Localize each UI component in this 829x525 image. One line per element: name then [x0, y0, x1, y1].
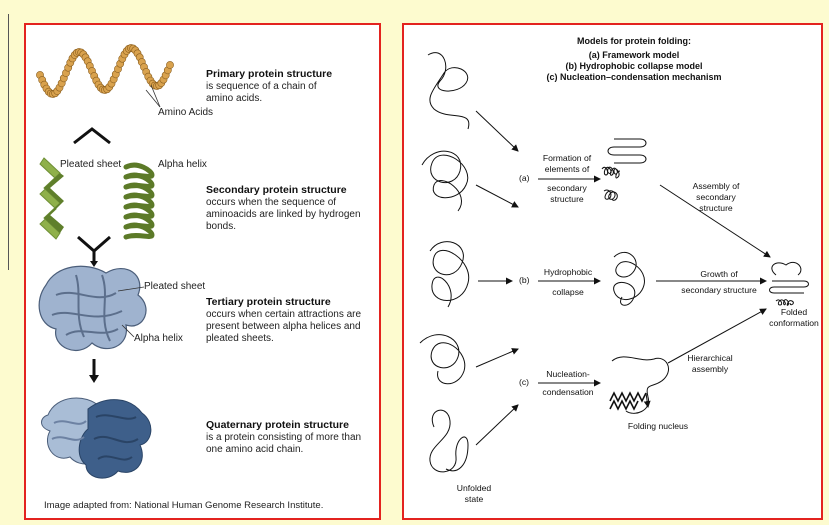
primary-structure-title: Primary protein structure [206, 68, 333, 80]
marker-c: (c) [519, 377, 530, 387]
amino-acid-pointer [150, 84, 161, 108]
model-a-caption: (a) Framework model [588, 50, 680, 60]
tertiary-alpha-helix-label: Alpha helix [134, 333, 183, 344]
amino-acid-bead [166, 61, 174, 69]
unfolded-chain-icon [429, 241, 470, 308]
tertiary-structure-description: occurs when certain attractions are pres… [206, 309, 362, 344]
nucleation-label: Nucleation- [546, 369, 590, 379]
model-b-caption: (b) Hydrophobic collapse model [565, 61, 703, 71]
quaternary-structure-description: is a protein consisting of more than one… [206, 432, 362, 455]
unfolded-chain-icon [427, 52, 470, 130]
pleated-sheet-icon [39, 157, 64, 240]
secondary-structure-label: secondary structure [681, 285, 757, 295]
coil-icon [601, 166, 621, 179]
hydrophobic-label: Hydrophobic [543, 267, 593, 277]
quaternary-structure-title: Quaternary protein structure [206, 419, 349, 431]
marker-b: (b) [519, 275, 530, 285]
quaternary-structure-icon [41, 397, 152, 479]
protein-structure-panel: Primary protein structure is sequence of… [24, 23, 381, 520]
tertiary-structure-icon [38, 265, 147, 352]
folded-conformation-icon [769, 261, 809, 306]
connector-chevron-icon [73, 127, 111, 145]
collapse-label: collapse [552, 287, 584, 297]
alpha-helix-label: Alpha helix [158, 159, 207, 170]
growth-label: Growth of [700, 269, 738, 279]
marker-a: (a) [519, 173, 530, 183]
secondary-structure-description: occurs when the sequence of aminoacids a… [206, 197, 361, 232]
tertiary-structure-title: Tertiary protein structure [206, 296, 331, 308]
folding-models-panel: Models for protein folding: (a) Framewor… [402, 23, 823, 520]
unfolded-chain-icon [419, 334, 466, 385]
tertiary-pleated-sheet-label: Pleated sheet [144, 281, 206, 292]
primary-structure-description: is sequence of a chain of amino acids. [206, 81, 317, 104]
models-title: Models for protein folding: [577, 36, 691, 46]
left-edge-line [8, 14, 9, 270]
alpha-helix-icon [123, 162, 155, 240]
amino-acids-label: Amino Acids [158, 107, 214, 118]
pleated-sheet-pointer [117, 286, 145, 292]
unfolded-chain-icon [421, 150, 469, 212]
secondary-elements-icon [607, 138, 647, 164]
connector-fork-icon [77, 235, 111, 253]
secondary-structure-title: Secondary protein structure [206, 184, 347, 196]
folding-nucleus-label: Folding nucleus [627, 421, 689, 431]
collapsed-chain-icon [613, 251, 645, 306]
condensation-label: condensation [542, 387, 594, 397]
amino-acid-pointer [145, 89, 161, 108]
image-credit: Image adapted from: National Human Genom… [44, 500, 324, 511]
folding-models-diagram [419, 52, 809, 473]
helix-turn [123, 222, 155, 240]
pleated-sheet-label: Pleated sheet [60, 159, 122, 170]
alpha-helix-pointer [121, 324, 135, 338]
amino-acid-chain-icon [36, 44, 174, 98]
unfolded-chain-icon [429, 409, 469, 473]
protein-structure-illustrations [36, 44, 174, 479]
model-c-caption: (c) Nucleation–condensation mechanism [546, 72, 722, 82]
